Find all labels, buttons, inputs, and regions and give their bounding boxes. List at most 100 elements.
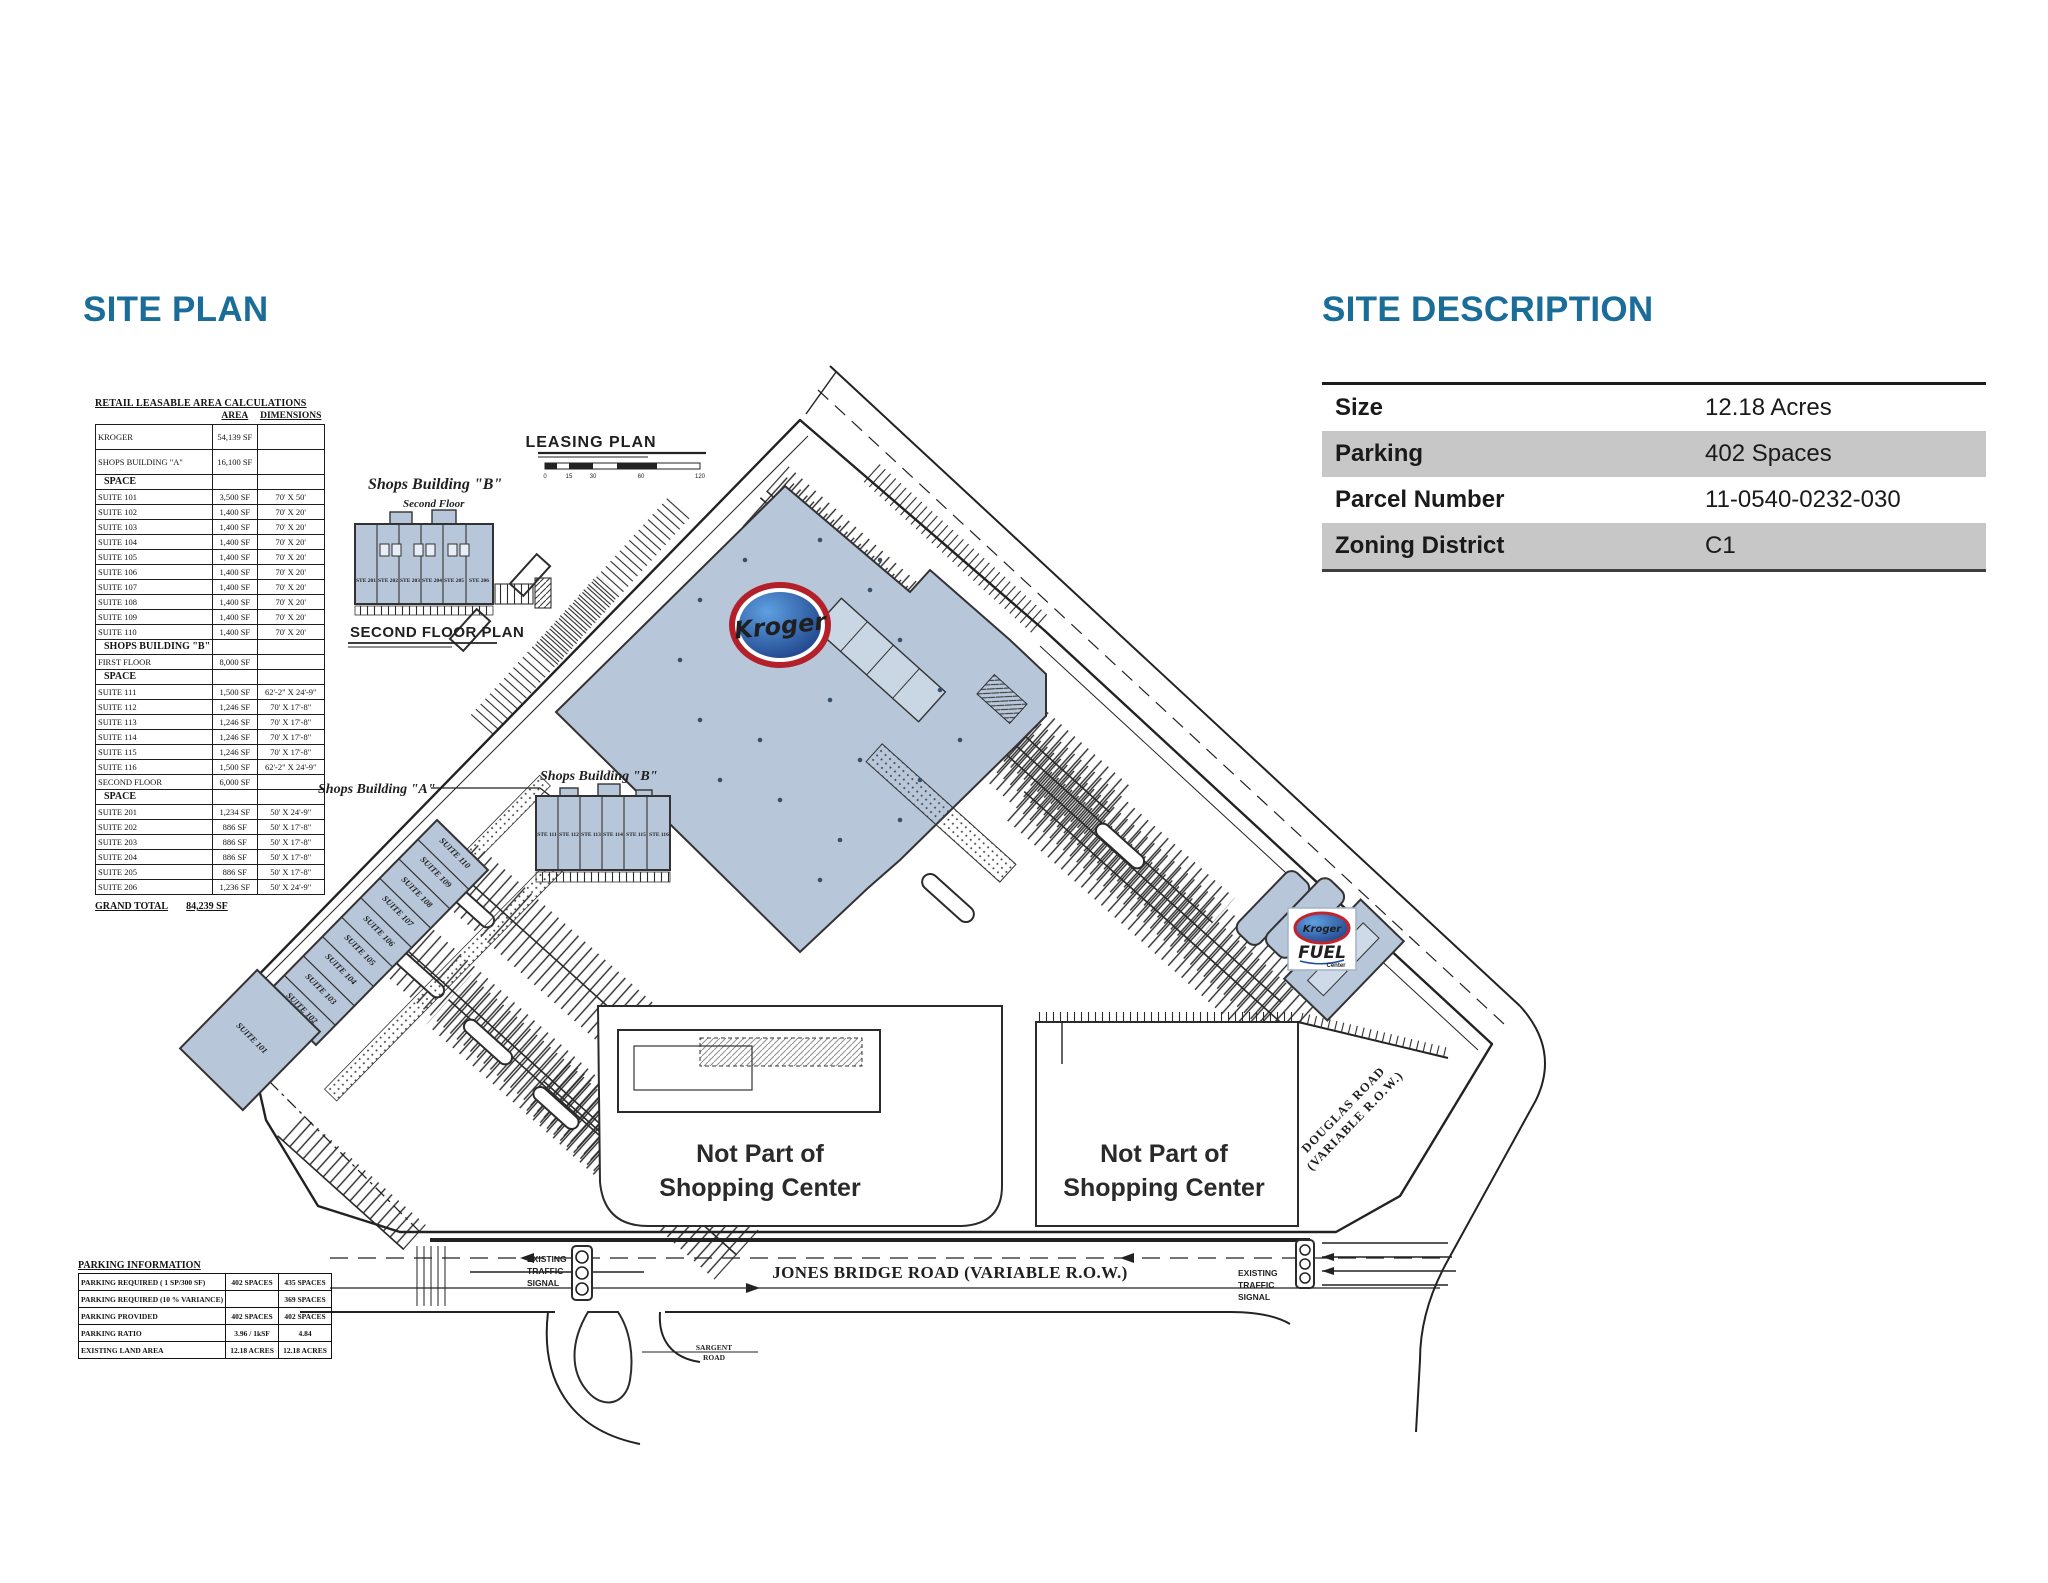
table-cell: SUITE 114: [94, 729, 214, 745]
table-cell: PARKING RATIO: [77, 1324, 227, 1342]
table-cell: SECOND FLOOR: [94, 774, 214, 790]
table-cell: 50' X 24'-9": [256, 804, 325, 820]
table-cell: SUITE 102: [94, 504, 214, 520]
table-cell: 402 SPACES: [225, 1273, 280, 1291]
table-cell: SUITE 116: [94, 759, 214, 775]
scale-tick: 30: [590, 474, 597, 480]
not-part-label-line1: Not Part of: [1100, 1140, 1228, 1168]
table-cell: 70' X 50': [256, 489, 325, 505]
table-cell: 1,400 SF: [212, 504, 258, 520]
sargent-road: SARGENT ROAD: [545, 1311, 758, 1445]
table-cell: Parcel Number: [1335, 486, 1505, 513]
leasing-plan-title: LEASING PLAN 0 15 30 60 120: [525, 434, 706, 480]
table-cell: 1,246 SF: [212, 699, 258, 715]
table-cell: 70' X 20': [256, 609, 325, 625]
not-part-label-line2: Shopping Center: [659, 1174, 861, 1202]
table-cell: 1,400 SF: [212, 519, 258, 535]
table-cell: 3,500 SF: [212, 489, 258, 505]
table-cell: Zoning District: [1335, 532, 1505, 559]
suite-2f-label: STE 204: [422, 578, 442, 584]
table-row: SPACE: [94, 789, 325, 805]
second-floor-plan-title: SECOND FLOOR PLAN: [350, 624, 524, 641]
table-cell: 435 SPACES: [278, 1273, 332, 1291]
table-cell: 70' X 17'-8": [256, 729, 325, 745]
table-cell: 4.84: [278, 1324, 332, 1342]
douglas-road-label: DOUGLAS ROAD (VARIABLE R.O.W.): [1299, 1064, 1406, 1173]
table-cell: 12.18 ACRES: [278, 1341, 332, 1359]
not-part-label-line2: Shopping Center: [1063, 1174, 1265, 1202]
table-cell: 1,400 SF: [212, 609, 258, 625]
table-row: PARKING REQUIRED (10 % VARIANCE)369 SPAC…: [77, 1290, 332, 1308]
table-cell: 70' X 20': [256, 534, 325, 550]
table-cell: SUITE 202: [94, 819, 214, 835]
suite-2f-label: STE 203: [400, 578, 420, 584]
scale-tick: 120: [695, 474, 706, 480]
table-cell: [256, 789, 325, 805]
table-cell: SUITE 101: [94, 489, 214, 505]
grand-total-value: 84,239 SF: [186, 901, 228, 912]
table-cell: SUITE 105: [94, 549, 214, 565]
table-cell: SUITE 103: [94, 519, 214, 535]
suite-b-label: STE 116: [649, 832, 669, 838]
signal-label-line1: EXISTING: [1238, 1268, 1278, 1278]
table-cell: SUITE 110: [94, 624, 214, 640]
grand-total-label: GRAND TOTAL: [95, 901, 169, 912]
scale-tick: 0: [543, 474, 547, 480]
signal-label-line1: EXISTING: [527, 1254, 567, 1264]
table-cell: 1,400 SF: [212, 579, 258, 595]
table-cell: 1,400 SF: [212, 564, 258, 580]
table-cell: 6,000 SF: [212, 774, 258, 790]
table-cell: SPACE: [94, 669, 214, 685]
grand-total-row: GRAND TOTAL 84,239 SF: [95, 901, 325, 912]
table-cell: 402 SPACES: [278, 1307, 332, 1325]
table-cell: EXISTING LAND AREA: [77, 1341, 227, 1359]
retail-table-title: RETAIL LEASABLE AREA CALCULATIONS: [95, 398, 307, 409]
outparcel-left: Not Part of Shopping Center: [596, 1005, 1003, 1227]
table-cell: 50' X 17'-8": [256, 819, 325, 835]
sargent-road-label-line2: ROAD: [703, 1353, 726, 1362]
table-cell: 70' X 20': [256, 579, 325, 595]
page-title-site-plan: SITE PLAN: [83, 290, 269, 329]
table-cell: 16,100 SF: [212, 449, 258, 475]
table-cell: 1,400 SF: [212, 594, 258, 610]
table-cell: SUITE 113: [94, 714, 214, 730]
table-cell: [256, 669, 325, 685]
table-cell: SUITE 104: [94, 534, 214, 550]
douglas-road: [805, 365, 1546, 1433]
fuel-badge: Kroger FUEL Center: [1287, 907, 1357, 971]
table-cell: 1,400 SF: [212, 534, 258, 550]
table-cell: 70' X 20': [256, 549, 325, 565]
table-cell: 50' X 24'-9": [256, 879, 325, 895]
outparcel-right: Not Part of Shopping Center: [1035, 1012, 1451, 1227]
traffic-signal-icon: [571, 1245, 593, 1301]
table-cell: SUITE 111: [94, 684, 214, 700]
inset-subtitle: Second Floor: [403, 498, 465, 510]
table-cell: SPACE: [94, 789, 214, 805]
table-cell: PARKING REQUIRED (10 % VARIANCE): [77, 1290, 227, 1308]
not-part-label-line1: Not Part of: [696, 1140, 824, 1168]
table-row: SPACE: [94, 669, 325, 685]
table-cell: 1,400 SF: [212, 624, 258, 640]
suite-b-label: STE 114: [603, 832, 623, 838]
table-cell: SUITE 206: [94, 879, 214, 895]
table-cell: 1,500 SF: [212, 684, 258, 700]
suite-2f-label: STE 202: [378, 578, 398, 584]
table-cell: [212, 639, 258, 655]
shops-building-a: SUITE 110 SUITE 109 SUITE 108 SUITE 107 …: [178, 774, 600, 1112]
leasing-plan-text: LEASING PLAN: [525, 434, 656, 451]
